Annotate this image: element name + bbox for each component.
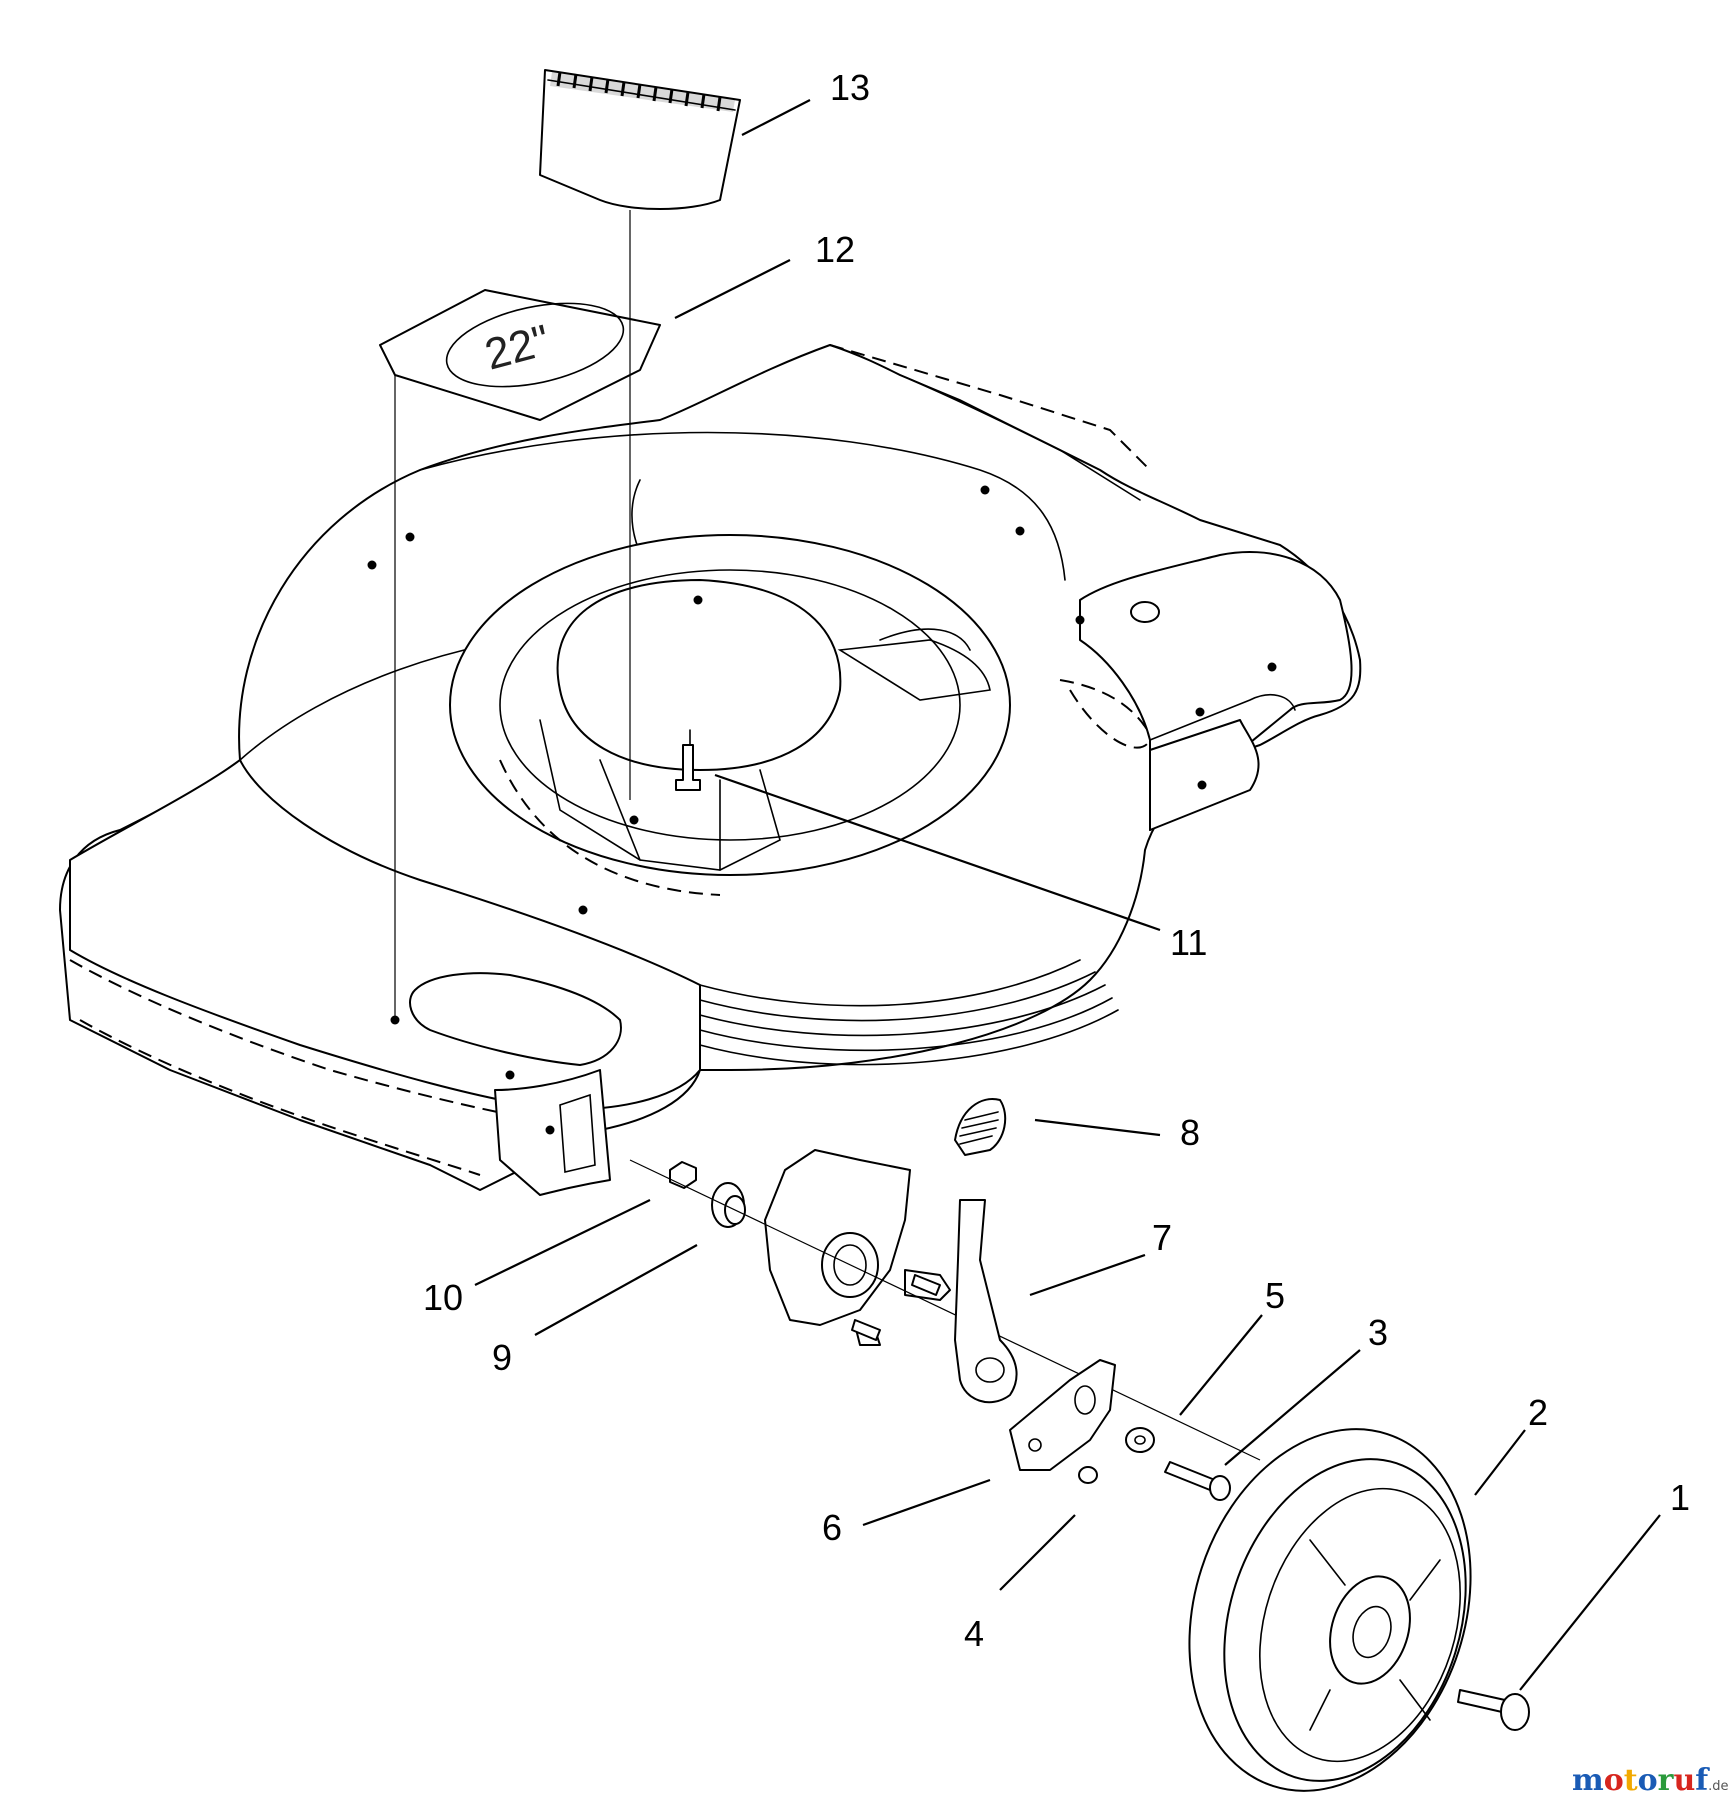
watermark-letter: u [1673,1763,1695,1798]
part-5-washer [1125,1427,1155,1453]
part-3-bolt [1164,1461,1231,1501]
watermark-letter: o [1604,1763,1624,1798]
part-8-knob [954,1098,1007,1156]
watermark-letter: r [1658,1763,1675,1798]
part-11-bolt [675,729,701,791]
callout-11: 11 [1170,922,1207,963]
callout-7: 7 [1152,1217,1172,1258]
mower-deck [59,344,1362,1196]
callout-2: 2 [1528,1392,1548,1433]
callout-3: 3 [1368,1312,1388,1353]
leader-lines [474,99,1661,1691]
part-12-decal: 22" [379,289,661,421]
callout-6: 6 [822,1507,842,1548]
part-4-washer [1078,1466,1098,1484]
callout-1: 1 [1670,1477,1690,1518]
part-2-wheel [1188,1428,1472,1792]
callout-12: 12 [815,229,855,270]
bracket-screw [851,1274,941,1341]
part-7-lever [954,1199,1018,1404]
callout-labels: 1 2 3 4 5 6 7 8 9 10 11 12 13 [423,67,1690,1654]
part-6-plate [1009,1359,1116,1471]
part-9-spacer [711,1182,746,1228]
callout-9: 9 [492,1337,512,1378]
callout-5: 5 [1265,1275,1285,1316]
watermark-letter: o [1638,1763,1658,1798]
svg-text:motoruf.de: motoruf.de [1572,1763,1729,1798]
callout-4: 4 [964,1613,984,1654]
watermark-letter: m [1572,1763,1604,1798]
part-13-cap [539,69,741,210]
callout-10: 10 [423,1277,463,1318]
part-1-axle-bolt [1457,1689,1530,1731]
callout-13: 13 [830,67,870,108]
part-10-nut [669,1161,697,1189]
watermark-letter: t [1624,1763,1638,1798]
height-adjuster-bracket [764,1149,951,1346]
callout-8: 8 [1180,1112,1200,1153]
watermark-logo: motoruf.de [1572,1763,1729,1798]
watermark-letter: f [1695,1763,1710,1798]
watermark-suffix: .de [1708,1779,1728,1794]
